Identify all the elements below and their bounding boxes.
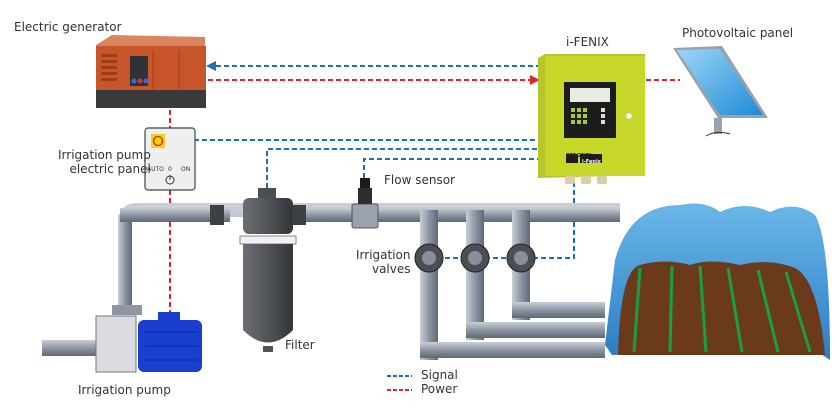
power-arrow-head [530, 75, 540, 85]
label-irrigation-pump: Irrigation pump [78, 383, 171, 397]
irrigation-valves [414, 243, 536, 273]
irrigation-pump [42, 305, 202, 373]
panel-auto-label: AUTO [147, 166, 164, 173]
label-filter: Filter [285, 338, 315, 352]
photovoltaic-panel [673, 46, 768, 137]
legend-signal-label: Signal [421, 368, 458, 382]
label-valves-line2: valves [371, 262, 411, 276]
valve-branches [420, 210, 605, 360]
filter [239, 188, 297, 352]
ifenix-controller [538, 54, 645, 184]
label-pump-panel: Irrigation pump electric panel [58, 148, 151, 176]
greenhouse-tunnel [605, 203, 830, 360]
label-valves-line1: Irrigation [356, 248, 411, 262]
label-electric-generator: Electric generator [14, 20, 122, 34]
signal-line-flow-sensor [363, 158, 538, 178]
legend-power-label: Power [421, 382, 458, 396]
flow-sensor [351, 178, 379, 229]
ifenix-brand-line2: i-Fenix [582, 159, 601, 165]
label-irrigation-valves: Irrigation valves [356, 248, 411, 276]
label-photovoltaic-panel: Photovoltaic panel [682, 26, 794, 40]
label-pump-panel-line2: electric panel [69, 162, 151, 176]
legend [387, 375, 412, 391]
panel-zero-label: 0 [168, 166, 172, 173]
pump-electric-panel [144, 127, 196, 191]
ifenix-brand-line1: SPAGNOL [566, 153, 593, 159]
label-ifenix: i-FENIX [566, 35, 609, 49]
panel-on-label: ON [181, 166, 191, 173]
signal-line-filter [266, 148, 538, 188]
electric-generator [96, 35, 206, 108]
label-flow-sensor: Flow sensor [384, 173, 455, 187]
signal-arrow-head [206, 61, 216, 71]
label-pump-panel-line1: Irrigation pump [58, 148, 151, 162]
